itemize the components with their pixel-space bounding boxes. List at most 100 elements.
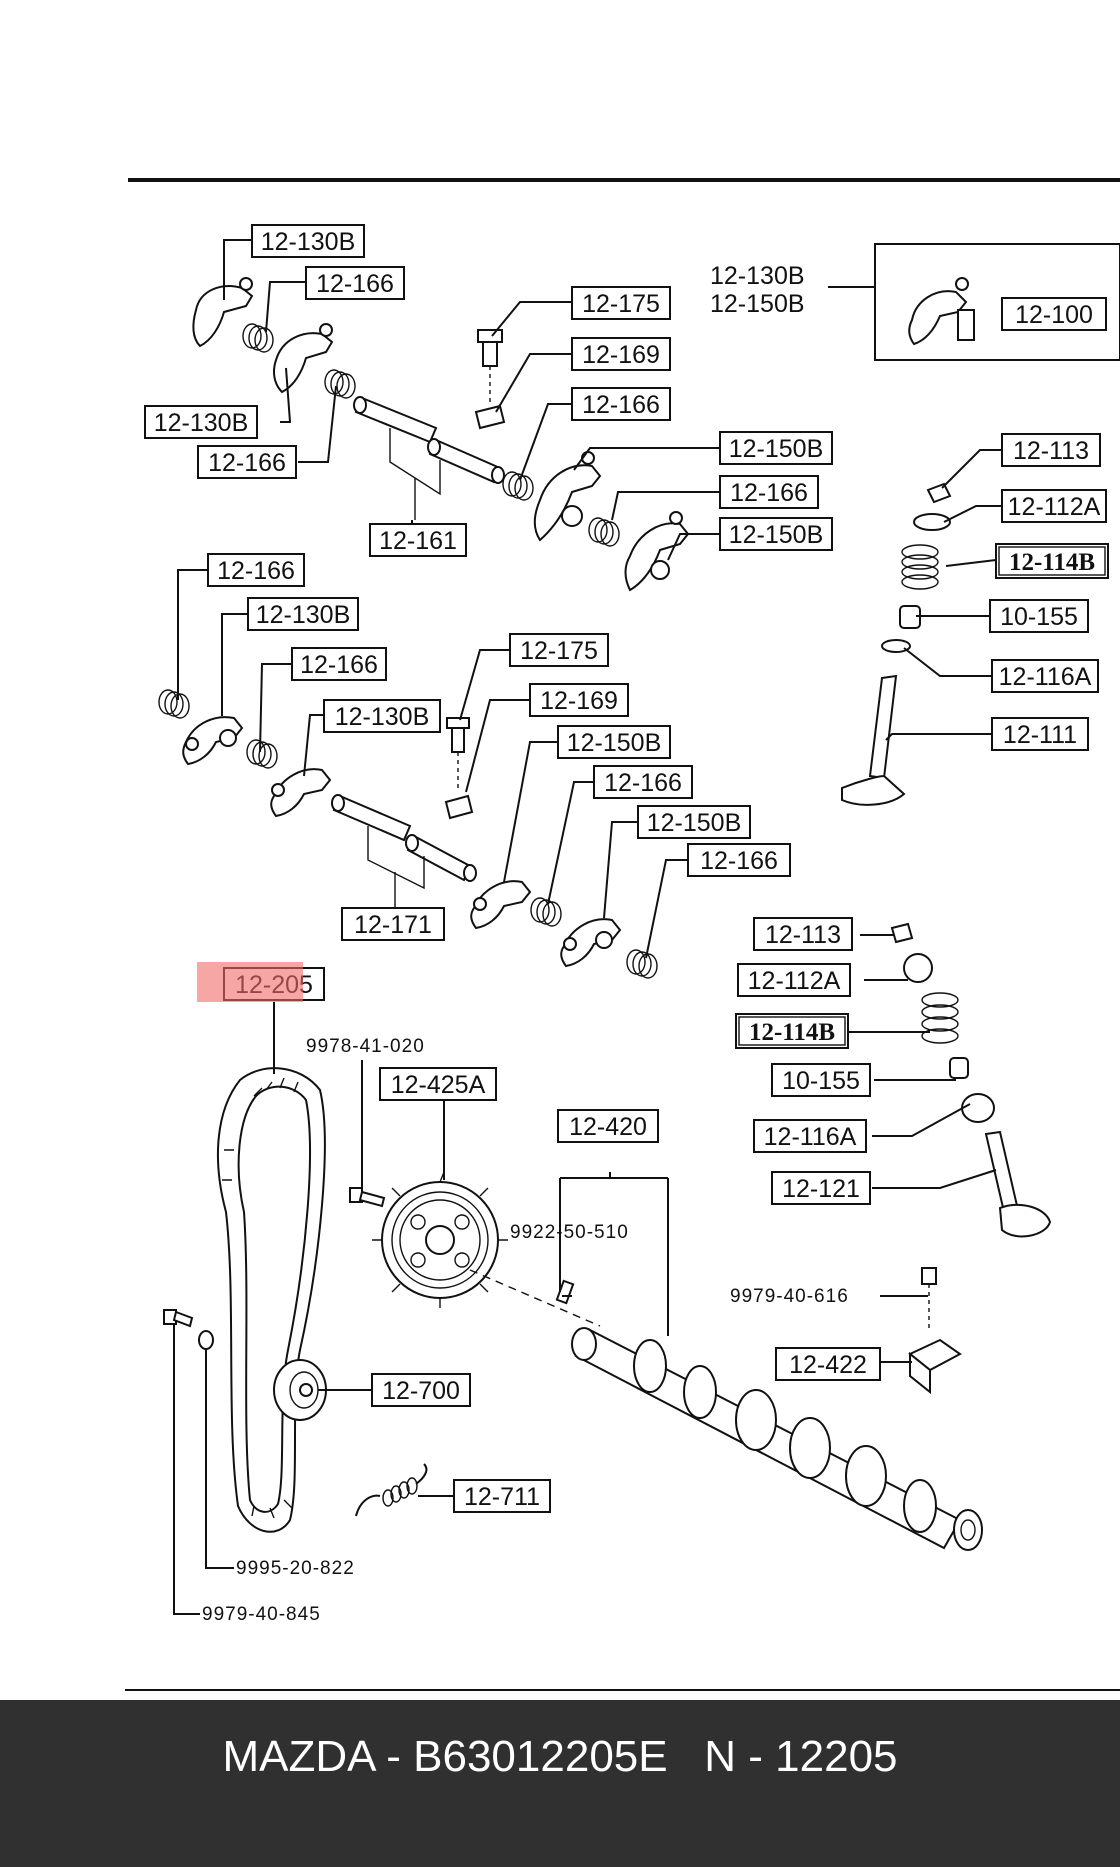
label-12-116A-bot: 12-116A: [753, 1119, 867, 1153]
svg-text:12-112A: 12-112A: [1008, 493, 1101, 521]
timing-belt: [217, 1067, 326, 1533]
label-12-420: 12-420: [557, 1109, 659, 1143]
label-10-155-bot: 10-155: [771, 1063, 871, 1097]
svg-text:12-130B: 12-130B: [256, 601, 351, 629]
label-12-150B-a: 12-150B: [719, 431, 833, 465]
svg-text:12-166: 12-166: [217, 557, 295, 585]
label-12-166-g: 12-166: [593, 765, 693, 799]
label-assy-12-130B: 12-130B: [710, 262, 805, 290]
svg-text:12-112A: 12-112A: [748, 967, 841, 995]
label-10-155-top: 10-155: [989, 599, 1089, 633]
label-12-175-top: 12-175: [571, 286, 671, 320]
svg-text:12-711: 12-711: [464, 1483, 540, 1511]
parts-diagram: 12-130B 12-166 12-175 12-169 12-166 12-1…: [125, 178, 1120, 1691]
svg-text:12-166: 12-166: [208, 449, 286, 477]
tensioner-pulley: [273, 1359, 327, 1421]
label-12-161: 12-161: [369, 523, 467, 557]
label-12-150B-b: 12-150B: [719, 517, 833, 551]
label-assy-12-150B: 12-150B: [710, 290, 805, 318]
camshaft-cap: [908, 1267, 962, 1395]
svg-text:12-171: 12-171: [354, 911, 432, 939]
label-9979-40-616: 9979-40-616: [730, 1286, 849, 1307]
svg-text:12-130B: 12-130B: [335, 703, 430, 731]
label-12-116A-top: 12-116A: [991, 659, 1099, 693]
svg-text:12-113: 12-113: [765, 921, 841, 949]
svg-text:12-116A: 12-116A: [764, 1123, 857, 1151]
svg-text:12-166: 12-166: [604, 769, 682, 797]
svg-text:12-150B: 12-150B: [729, 521, 824, 549]
svg-text:12-166: 12-166: [730, 479, 808, 507]
svg-text:12-116A: 12-116A: [999, 663, 1092, 691]
svg-text:12-166: 12-166: [316, 270, 394, 298]
label-12-169-top: 12-169: [571, 337, 671, 371]
svg-text:12-113: 12-113: [1013, 437, 1089, 465]
svg-text:12-111: 12-111: [1003, 721, 1077, 749]
label-12-114B-bot: 12-114B: [735, 1013, 849, 1049]
tensioner-bolt: [163, 1309, 214, 1350]
label-12-171: 12-171: [341, 907, 445, 941]
svg-text:12-114B: 12-114B: [749, 1019, 835, 1046]
label-12-130B-left: 12-130B: [144, 405, 258, 439]
sprocket-bolt: [349, 1187, 386, 1208]
label-9979-40-845: 9979-40-845: [202, 1604, 321, 1625]
svg-text:12-166: 12-166: [700, 847, 778, 875]
upper-rocker-assembly: [192, 277, 690, 592]
svg-text:12-422: 12-422: [789, 1351, 867, 1379]
svg-text:12-130B: 12-130B: [154, 409, 249, 437]
label-12-114B-top: 12-114B: [995, 543, 1109, 579]
label-12-130B-top: 12-130B: [251, 224, 365, 258]
label-12-422: 12-422: [775, 1347, 881, 1381]
label-12-112A-bot: 12-112A: [737, 963, 851, 997]
caption-bar: MAZDA - B63012205E N - 12205: [0, 1700, 1120, 1867]
lower-rocker-assembly: [158, 689, 658, 979]
svg-text:10-155: 10-155: [782, 1067, 860, 1095]
svg-text:12-166: 12-166: [300, 651, 378, 679]
label-12-175-mid: 12-175: [509, 633, 609, 667]
label-12-166-e: 12-166: [207, 553, 305, 587]
label-9922-50-510: 9922-50-510: [510, 1222, 629, 1243]
svg-text:12-175: 12-175: [582, 290, 660, 318]
svg-text:12-166: 12-166: [582, 391, 660, 419]
label-12-121: 12-121: [771, 1171, 871, 1205]
label-12-700: 12-700: [371, 1373, 471, 1407]
intake-valve-stack: [841, 482, 952, 806]
label-12-150B-c: 12-150B: [557, 725, 671, 759]
svg-text:12-150B: 12-150B: [567, 729, 662, 757]
label-12-166-f: 12-166: [291, 647, 387, 681]
label-12-169-mid: 12-169: [529, 683, 629, 717]
leader-lines: [173, 239, 1002, 1615]
svg-text:12-130B: 12-130B: [261, 228, 356, 256]
label-12-130B-mid2: 12-130B: [323, 699, 441, 733]
label-12-166-h: 12-166: [687, 843, 791, 877]
svg-text:12-100: 12-100: [1015, 301, 1093, 329]
label-12-150B-d: 12-150B: [637, 805, 751, 839]
label-12-166-a: 12-166: [305, 266, 405, 300]
highlight-marker: [197, 962, 303, 1002]
label-9995-20-822: 9995-20-822: [236, 1558, 355, 1579]
label-9978-41-020: 9978-41-020: [306, 1036, 425, 1057]
label-12-166-c: 12-166: [197, 445, 297, 479]
svg-text:12-161: 12-161: [379, 527, 457, 555]
svg-text:10-155: 10-155: [1000, 603, 1078, 631]
svg-text:12-150B: 12-150B: [729, 435, 824, 463]
label-12-112A-top: 12-112A: [1001, 489, 1107, 523]
label-12-113-bot: 12-113: [753, 917, 853, 951]
label-12-166-d: 12-166: [719, 475, 819, 509]
svg-text:12-420: 12-420: [569, 1113, 647, 1141]
label-12-130B-mid: 12-130B: [247, 597, 359, 631]
label-12-711: 12-711: [453, 1479, 551, 1513]
label-12-113-top: 12-113: [1001, 433, 1101, 467]
label-12-111: 12-111: [991, 717, 1089, 751]
camshaft: [469, 1269, 983, 1551]
svg-text:12-700: 12-700: [382, 1377, 460, 1405]
svg-text:12-169: 12-169: [540, 687, 618, 715]
part-number-caption: MAZDA - B63012205E N - 12205: [222, 1732, 898, 1781]
svg-text:12-169: 12-169: [582, 341, 660, 369]
label-12-205[interactable]: 12-205: [197, 962, 325, 1002]
svg-text:12-175: 12-175: [520, 637, 598, 665]
label-12-100: 12-100: [1001, 297, 1107, 331]
tension-spring: [355, 1463, 428, 1517]
svg-text:12-425A: 12-425A: [391, 1071, 486, 1099]
label-12-166-b: 12-166: [571, 387, 671, 421]
svg-text:12-150B: 12-150B: [647, 809, 742, 837]
